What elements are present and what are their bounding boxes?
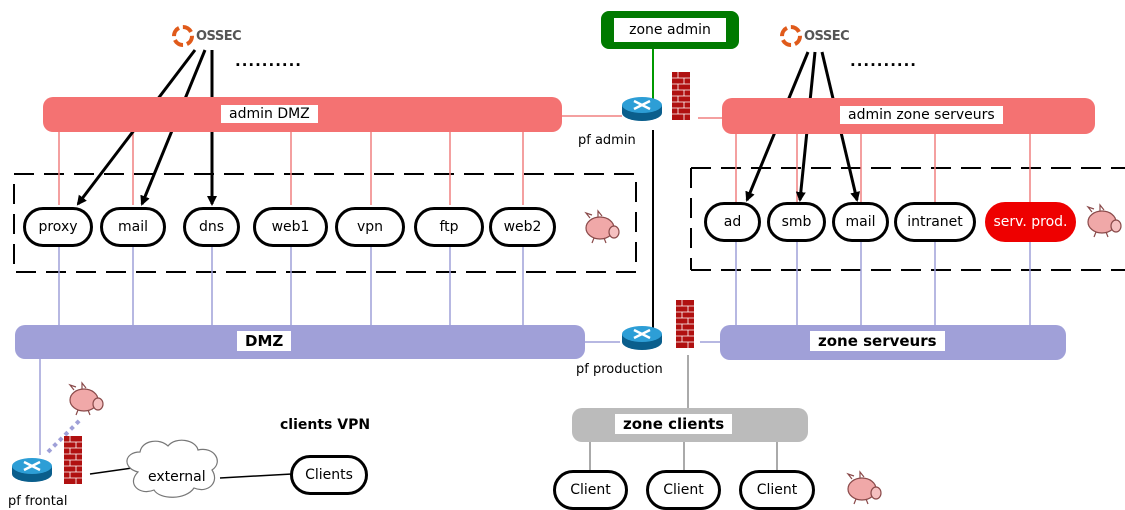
admin-dmz-bar: admin DMZ bbox=[43, 97, 562, 132]
router-icon bbox=[620, 324, 664, 352]
host-smb: smb bbox=[767, 202, 826, 242]
more-hosts-ellipsis: .......... bbox=[850, 52, 917, 70]
client-node: Client bbox=[739, 470, 815, 510]
zone-admin-label: zone admin bbox=[614, 18, 726, 42]
host-web1: web1 bbox=[253, 207, 328, 247]
ossec-brand: OSSEC bbox=[804, 28, 850, 44]
firewall-icon bbox=[63, 435, 83, 485]
host-mail: mail bbox=[100, 207, 166, 247]
host-intranet: intranet bbox=[894, 202, 976, 242]
clients-zone-label: zone clients bbox=[615, 414, 733, 434]
ossec-swirl-icon bbox=[172, 25, 194, 47]
host-vpn: vpn bbox=[335, 207, 405, 247]
servers-label: zone serveurs bbox=[810, 331, 945, 351]
admin-servers-bar: admin zone serveurs bbox=[722, 98, 1095, 134]
ossec-swirl-icon bbox=[780, 25, 802, 47]
firewall-icon bbox=[671, 71, 691, 121]
host-ad: ad bbox=[704, 202, 761, 242]
client-node: Client bbox=[646, 470, 721, 510]
ids-pig-icon bbox=[1087, 204, 1122, 238]
host-dns: dns bbox=[183, 207, 240, 247]
dmz-bar: DMZ bbox=[15, 325, 585, 359]
clients-zone-bar: zone clients bbox=[572, 408, 808, 442]
firewall-icon bbox=[675, 299, 695, 349]
router-icon bbox=[620, 95, 664, 123]
pf-frontal-label: pf frontal bbox=[8, 494, 68, 509]
clients-vpn-title: clients VPN bbox=[280, 417, 371, 433]
zone-admin-box: zone admin bbox=[601, 11, 739, 49]
vpn-clients-node: Clients bbox=[290, 455, 368, 495]
ids-pig-icon bbox=[69, 382, 104, 416]
host-mail-server: mail bbox=[832, 202, 889, 242]
external-label: external bbox=[148, 469, 206, 485]
pf-production-label: pf production bbox=[576, 362, 663, 377]
router-icon bbox=[10, 456, 54, 484]
cloud-icon bbox=[126, 439, 218, 498]
host-serv-prod: serv. prod. bbox=[985, 202, 1076, 242]
host-web2: web2 bbox=[489, 207, 556, 247]
servers-bar: zone serveurs bbox=[720, 325, 1066, 360]
pf-admin-label: pf admin bbox=[578, 133, 636, 148]
ossec-logo-icon: OSSEC bbox=[172, 25, 242, 47]
host-proxy: proxy bbox=[23, 207, 93, 247]
admin-dmz-label: admin DMZ bbox=[221, 105, 318, 123]
host-ftp: ftp bbox=[414, 207, 484, 247]
admin-servers-label: admin zone serveurs bbox=[840, 106, 1003, 124]
client-node: Client bbox=[553, 470, 628, 510]
ids-pig-icon bbox=[847, 471, 882, 505]
more-hosts-ellipsis: .......... bbox=[235, 52, 302, 70]
dmz-label: DMZ bbox=[237, 331, 292, 351]
ossec-logo-icon: OSSEC bbox=[780, 25, 850, 47]
ids-pig-icon bbox=[585, 210, 620, 244]
ossec-brand: OSSEC bbox=[196, 28, 242, 44]
